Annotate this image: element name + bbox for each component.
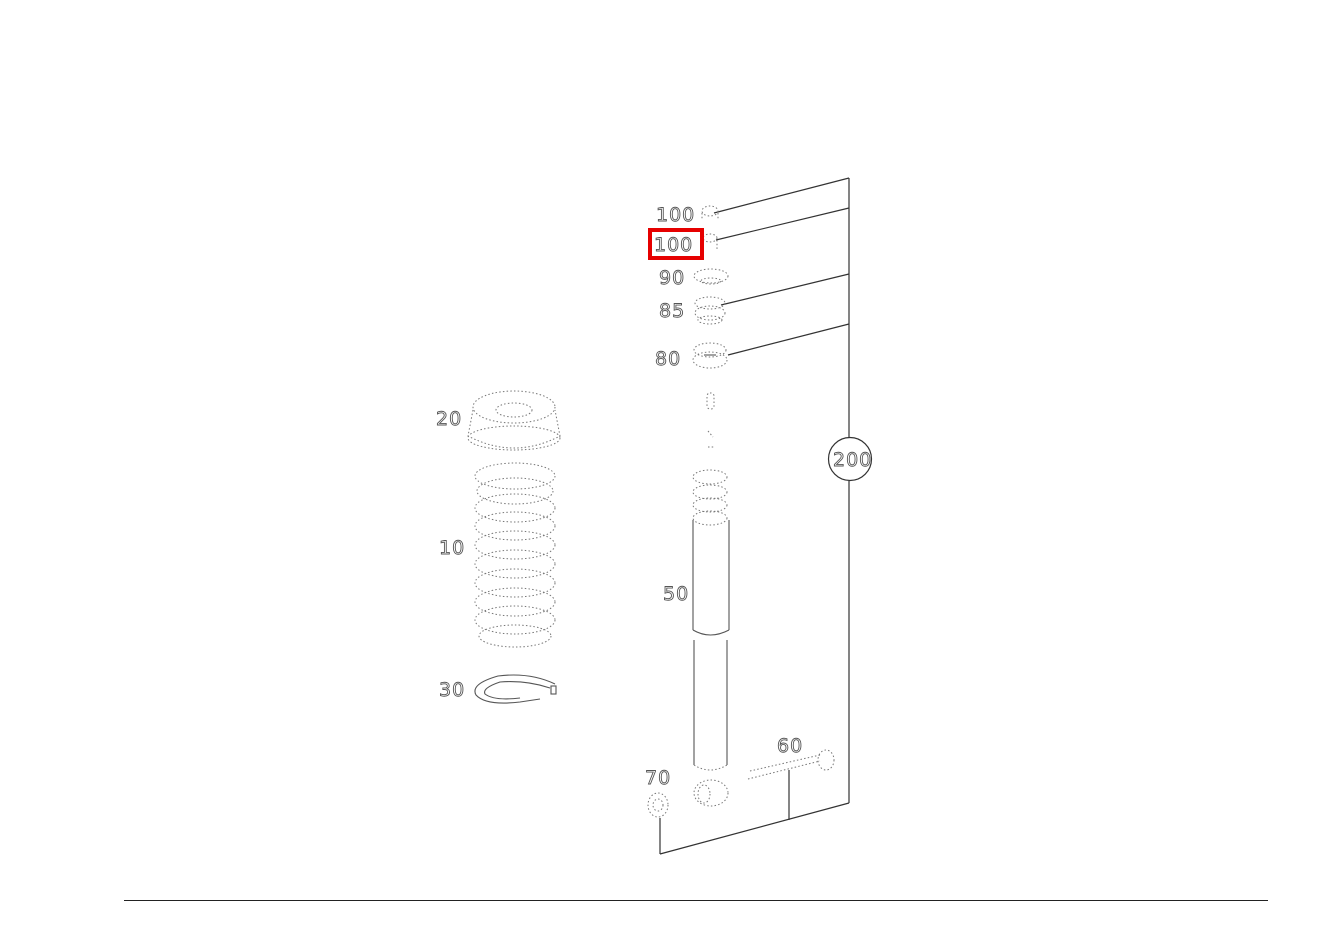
callout-100-lower[interactable]: 100 (654, 234, 693, 257)
callout-labels: 100 100 90 85 80 20 10 50 30 60 70 200 (436, 204, 872, 790)
piston-rod-parts (706, 392, 715, 448)
part-10-coil-spring[interactable] (474, 462, 556, 648)
part-60-bolt[interactable] (747, 749, 835, 780)
callout-20[interactable]: 20 (436, 408, 462, 431)
callout-10[interactable]: 10 (439, 537, 465, 560)
part-30-spring-ring[interactable] (474, 674, 557, 704)
assembly-200-leader-lines (659, 177, 850, 855)
part-20-spring-cap[interactable] (467, 390, 561, 451)
part-80-mount[interactable] (692, 342, 728, 369)
callout-30[interactable]: 30 (439, 679, 465, 702)
callout-100-upper[interactable]: 100 (656, 204, 695, 227)
selected-callout-highlight (648, 228, 704, 260)
part-100-washer[interactable] (702, 233, 718, 250)
part-100-nut-upper[interactable] (701, 205, 719, 219)
callout-70[interactable]: 70 (645, 767, 671, 790)
callout-200[interactable]: 200 (833, 449, 872, 472)
part-50-shock-absorber[interactable] (692, 469, 730, 807)
callout-50[interactable]: 50 (663, 583, 689, 606)
callout-80[interactable]: 80 (655, 348, 681, 371)
footer-divider (124, 900, 1268, 901)
part-70-nut[interactable] (647, 792, 669, 818)
part-90-bushing[interactable] (693, 268, 729, 285)
callout-85[interactable]: 85 (659, 300, 685, 323)
part-85-bushing[interactable] (694, 296, 726, 325)
assembly-200-callout[interactable] (827, 436, 873, 482)
callout-90[interactable]: 90 (659, 267, 685, 290)
callout-60[interactable]: 60 (777, 735, 803, 758)
